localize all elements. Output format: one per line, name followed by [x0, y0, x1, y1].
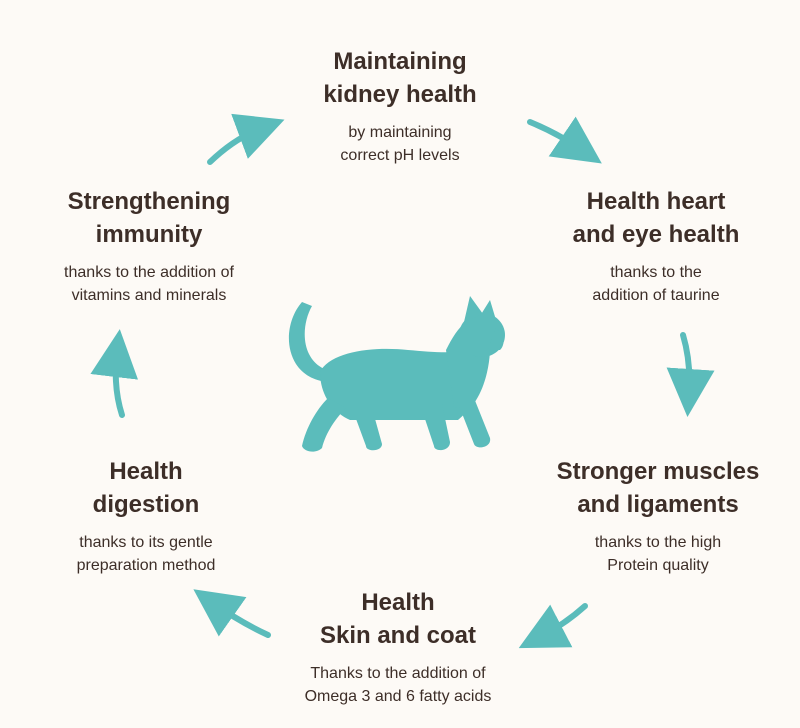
benefit-description: Thanks to the addition of Omega 3 and 6 … — [304, 665, 492, 705]
benefit-title: Health digestion — [92, 458, 200, 518]
cat-icon — [288, 296, 505, 452]
arrow-immunity-to-kidney-icon — [207, 113, 285, 165]
arrow-kidney-to-heart-icon — [527, 116, 602, 164]
benefit-muscles: Stronger muscles and ligaments thanks to… — [508, 455, 800, 577]
benefit-title: Health heart and eye health — [572, 188, 740, 248]
benefit-title: Maintaining kidney health — [323, 48, 477, 108]
arrow-muscles-to-skin-icon — [518, 603, 588, 649]
benefit-description: thanks to the high Protein quality — [594, 534, 722, 574]
benefit-description: by maintaining correct pH levels — [340, 124, 460, 164]
benefit-description: thanks to its gentle preparation method — [76, 534, 216, 574]
arrow-digestion-to-immunity-icon — [90, 329, 139, 418]
benefit-heart: Health heart and eye health thanks to th… — [506, 185, 800, 307]
benefit-title: Stronger muscles and ligaments — [556, 458, 760, 518]
benefit-description: thanks to the addition of taurine — [592, 264, 720, 304]
arrow-heart-to-muscles-icon — [666, 332, 715, 417]
benefit-kidney: Maintaining kidney health by maintaining… — [250, 45, 550, 167]
benefit-digestion: Health digestion thanks to its gentle pr… — [0, 455, 296, 577]
benefit-skin: Health Skin and coat Thanks to the addit… — [248, 586, 548, 708]
arrow-skin-to-digestion-icon — [193, 589, 271, 638]
benefit-title: Health Skin and coat — [319, 589, 477, 649]
benefit-description: thanks to the addition of vitamins and m… — [64, 264, 234, 304]
benefit-immunity: Strengthening immunity thanks to the add… — [0, 185, 299, 307]
benefit-title: Strengthening immunity — [67, 188, 231, 248]
